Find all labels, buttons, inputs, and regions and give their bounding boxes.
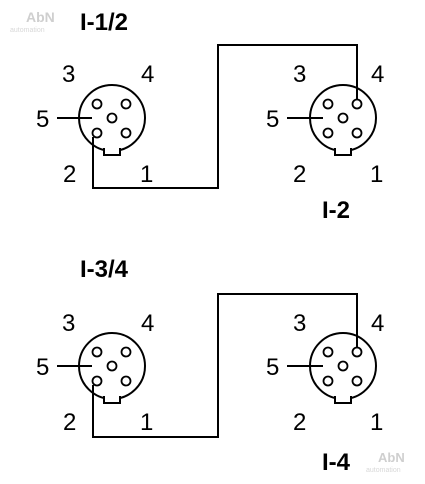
group-1: I-1/2 I-2 3 4 5 2 1 xyxy=(36,9,384,224)
connector-key-gap xyxy=(335,146,351,153)
socket-5 xyxy=(337,112,349,124)
socket-1 xyxy=(351,127,363,139)
group-1-bridge-wire xyxy=(92,44,358,189)
connector-key-notch xyxy=(103,396,121,404)
pin-label-5: 5 xyxy=(266,106,279,133)
watermark-brand-top: AbN xyxy=(26,9,55,25)
pin-label-1: 1 xyxy=(140,161,153,188)
group-1-left-connector: 3 4 5 2 1 xyxy=(36,61,154,188)
pin-label-3: 3 xyxy=(293,61,306,88)
socket-3 xyxy=(91,346,103,358)
group-2-right-title: I-4 xyxy=(322,449,351,476)
pin-label-1: 1 xyxy=(140,409,153,436)
connector-key-notch xyxy=(103,148,121,156)
socket-2 xyxy=(322,375,334,387)
watermark-tagline-bottom: automation xyxy=(366,467,401,474)
watermark-brand-bottom: AbN xyxy=(378,450,405,465)
socket-4 xyxy=(120,98,132,110)
socket-4 xyxy=(351,98,363,110)
pin-label-4: 4 xyxy=(141,61,154,88)
pin-label-3: 3 xyxy=(293,310,306,337)
socket-5 xyxy=(106,360,118,372)
group-2: I-3/4 I-4 3 4 5 2 1 xyxy=(36,256,384,476)
connector-key-gap xyxy=(104,146,120,153)
pin-label-4: 4 xyxy=(141,310,154,337)
socket-2 xyxy=(91,375,103,387)
socket-2 xyxy=(91,127,103,139)
socket-3 xyxy=(91,98,103,110)
socket-1 xyxy=(120,127,132,139)
socket-3 xyxy=(322,346,334,358)
socket-3 xyxy=(322,98,334,110)
pin-label-5: 5 xyxy=(36,106,49,133)
socket-4 xyxy=(351,346,363,358)
socket-2 xyxy=(322,127,334,139)
socket-4 xyxy=(120,346,132,358)
pin-label-5: 5 xyxy=(266,354,279,381)
connector-key-notch xyxy=(334,148,352,156)
connector-key-gap xyxy=(335,394,351,401)
socket-1 xyxy=(351,375,363,387)
connector-key-gap xyxy=(104,394,120,401)
group-2-bridge-wire xyxy=(92,293,358,438)
pin-label-2: 2 xyxy=(293,161,306,188)
pin-label-4: 4 xyxy=(371,61,384,88)
pin-label-2: 2 xyxy=(293,409,306,436)
pin-label-1: 1 xyxy=(370,161,383,188)
group-1-right-title: I-2 xyxy=(322,197,350,224)
group-2-left-title: I-3/4 xyxy=(80,256,129,283)
group-2-right-connector: 3 4 5 2 1 xyxy=(266,310,384,436)
socket-1 xyxy=(120,375,132,387)
pin-label-3: 3 xyxy=(62,310,75,337)
connector-key-notch xyxy=(334,396,352,404)
group-1-left-title: I-1/2 xyxy=(80,9,128,36)
pin-label-2: 2 xyxy=(63,161,76,188)
pin-label-5: 5 xyxy=(36,354,49,381)
socket-5 xyxy=(337,360,349,372)
group-1-right-connector: 3 4 5 2 1 xyxy=(266,61,384,188)
watermark-tagline-top: automation xyxy=(10,27,45,34)
pin-label-2: 2 xyxy=(63,409,76,436)
pin-label-3: 3 xyxy=(62,61,75,88)
pin-label-4: 4 xyxy=(371,310,384,337)
group-2-left-connector: 3 4 5 2 1 xyxy=(36,310,154,436)
socket-5 xyxy=(106,112,118,124)
pin-label-1: 1 xyxy=(370,409,383,436)
